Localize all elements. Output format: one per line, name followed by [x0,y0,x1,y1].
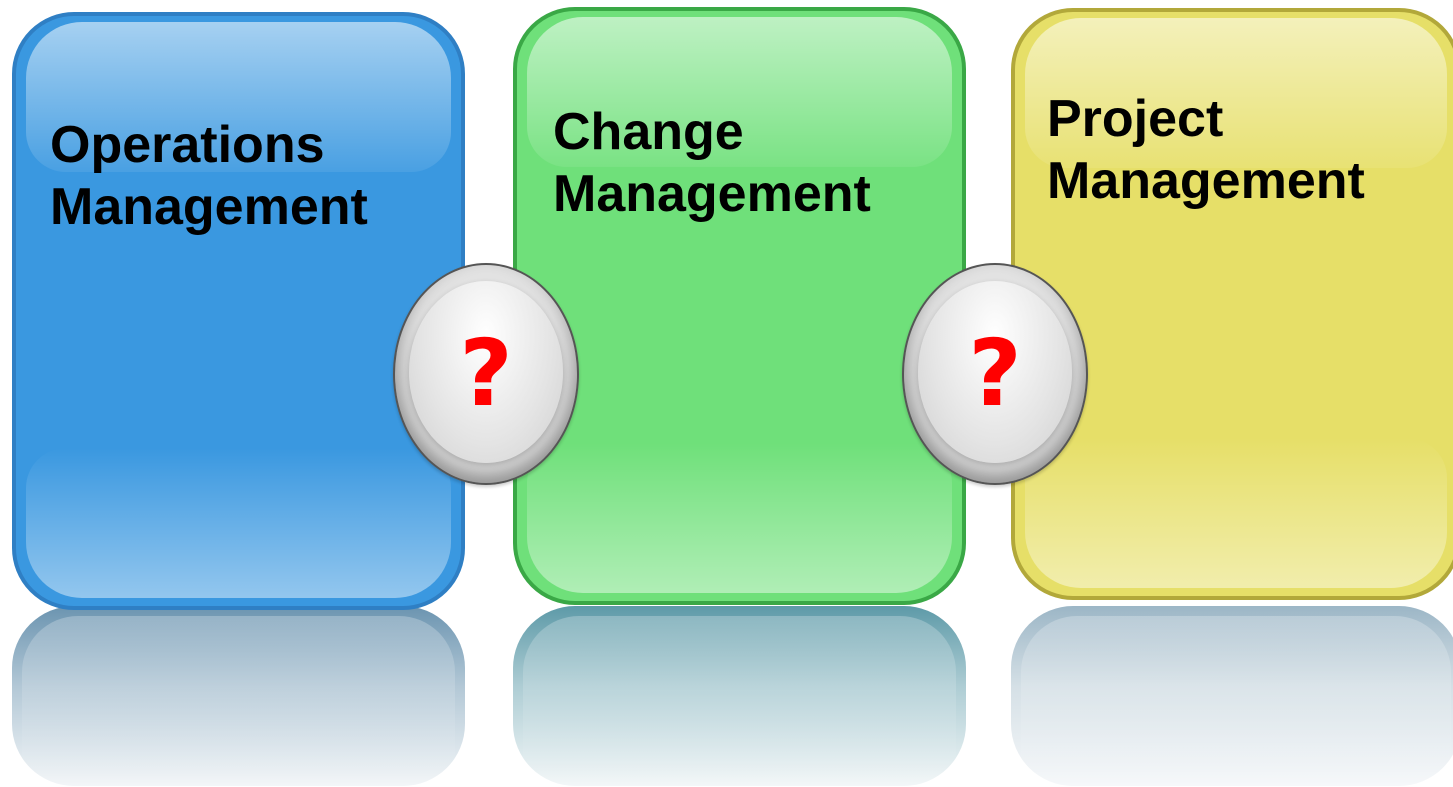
question-mark-icon: ? [968,320,1022,427]
operations-management-label: Operations Management [50,114,455,238]
project-label-line2: Management [1047,152,1365,210]
change-label-line2: Management [553,165,871,223]
question-connector-2: ? [902,263,1088,485]
project-label-line1: Project [1047,90,1224,148]
project-management-label: Project Management [1047,88,1451,212]
change-reflection [513,606,966,786]
operations-label-line1: Operations [50,116,325,174]
operations-label-line2: Management [50,178,368,236]
change-label-line1: Change [553,103,744,161]
change-management-box: Change Management [513,7,966,605]
operations-reflection [12,606,465,786]
question-connector-1: ? [393,263,579,485]
project-management-box: Project Management [1011,8,1453,600]
project-reflection [1011,606,1453,786]
question-mark-icon: ? [459,320,513,427]
change-management-label: Change Management [553,101,956,225]
operations-management-box: Operations Management [12,12,465,610]
